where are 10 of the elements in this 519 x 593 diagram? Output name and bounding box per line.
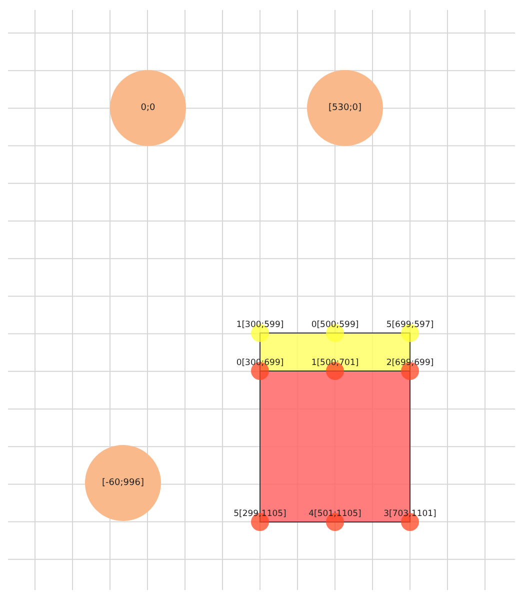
circle-node: [530;0]	[307, 70, 383, 146]
point-label: 5[699;597]	[386, 320, 434, 330]
point-label: 1[300;599]	[236, 320, 284, 330]
circle-node: 0;0	[110, 70, 186, 146]
point-label: 4[501;1105]	[308, 509, 362, 519]
point-label: 1[500;701]	[311, 358, 359, 368]
point-label: 0[500;599]	[311, 320, 359, 330]
circle-node: [-60;996]	[85, 445, 161, 521]
point-label: 0[300;699]	[236, 358, 284, 368]
point-label: 2[699;699]	[386, 358, 434, 368]
